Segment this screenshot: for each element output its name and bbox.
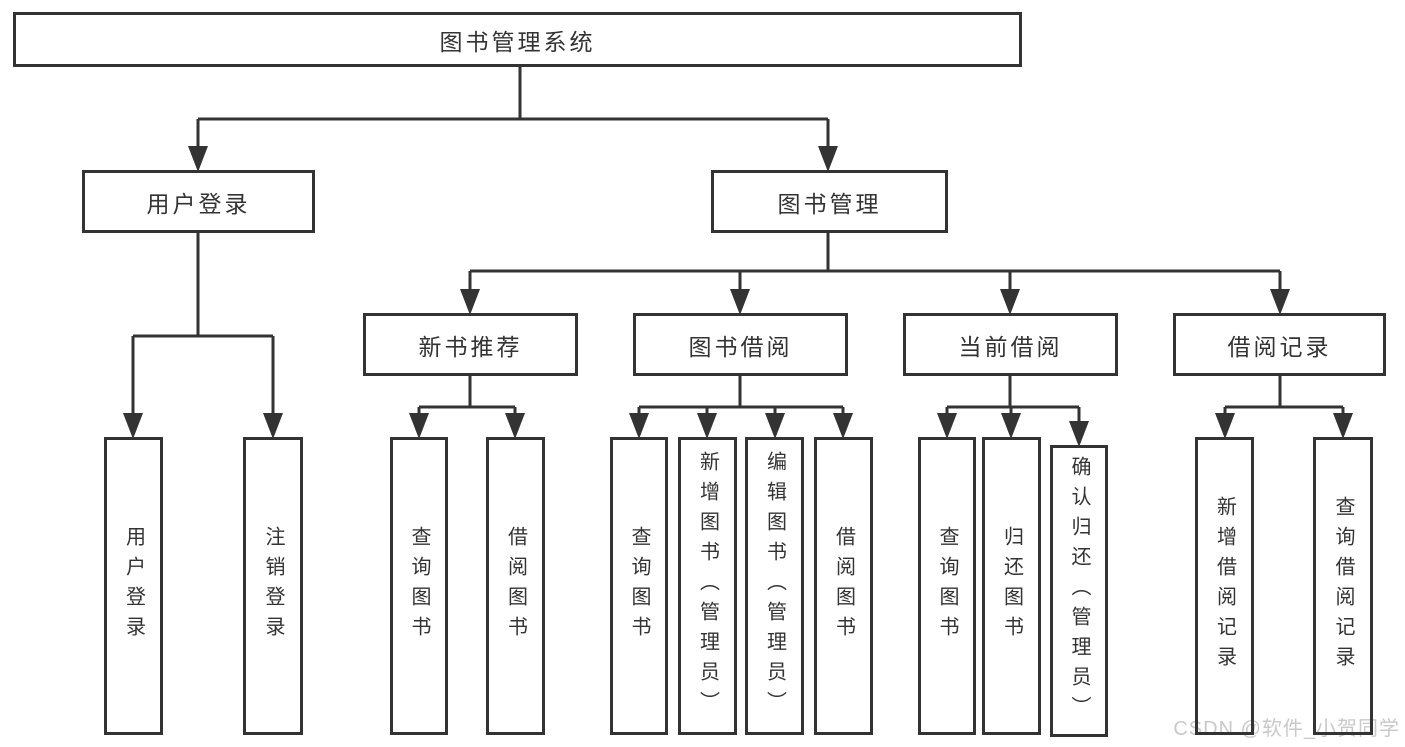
- node-new-book-recommend: 新书推荐: [363, 313, 578, 376]
- leaf-query-books-borrow: 查询图书: [610, 437, 668, 735]
- node-root: 图书管理系统: [13, 12, 1022, 67]
- leaf-borrow-books: 借阅图书: [814, 437, 873, 735]
- leaf-logout: 注销登录: [243, 437, 303, 735]
- leaf-query-books-current: 查询图书: [918, 437, 976, 735]
- leaf-borrow-books-recommend-label: 借阅图书: [504, 526, 527, 646]
- node-current-borrowing-label: 当前借阅: [958, 333, 1063, 360]
- leaf-query-borrow-record: 查询借阅记录: [1313, 437, 1373, 735]
- leaf-return-books: 归还图书: [982, 437, 1041, 735]
- node-book-borrowing-label: 图书借阅: [688, 333, 793, 360]
- leaf-add-borrow-record: 新增借阅记录: [1195, 437, 1254, 735]
- node-book-management: 图书管理: [711, 170, 948, 233]
- leaf-user-login-label: 用户登录: [122, 526, 145, 646]
- node-borrowing-records-label: 借阅记录: [1227, 333, 1332, 360]
- leaf-query-books-recommend: 查询图书: [390, 437, 448, 735]
- leaf-user-login: 用户登录: [104, 437, 163, 735]
- node-user-login-label: 用户登录: [146, 190, 251, 217]
- leaf-borrow-books-label: 借阅图书: [832, 526, 855, 646]
- leaf-confirm-return-admin: 确认归还（管理员）: [1050, 445, 1108, 737]
- leaf-query-books-borrow-label: 查询图书: [628, 526, 650, 646]
- node-new-book-recommend-label: 新书推荐: [418, 333, 523, 360]
- leaf-add-books-admin-label: 新增图书（管理员）: [696, 451, 719, 721]
- leaf-query-books-current-label: 查询图书: [936, 526, 958, 646]
- watermark: CSDN @软件_小贺同学: [1173, 718, 1400, 740]
- leaf-logout-label: 注销登录: [262, 526, 284, 646]
- node-user-login: 用户登录: [82, 170, 315, 233]
- node-book-management-label: 图书管理: [777, 190, 882, 217]
- leaf-edit-books-admin: 编辑图书（管理员）: [745, 437, 804, 735]
- leaf-edit-books-admin-label: 编辑图书（管理员）: [763, 451, 786, 721]
- node-borrowing-records: 借阅记录: [1173, 313, 1386, 376]
- leaf-return-books-label: 归还图书: [1000, 526, 1023, 646]
- leaf-borrow-books-recommend: 借阅图书: [486, 437, 545, 735]
- leaf-confirm-return-admin-label: 确认归还（管理员）: [1068, 456, 1090, 726]
- leaf-add-borrow-record-label: 新增借阅记录: [1213, 496, 1236, 676]
- leaf-query-books-recommend-label: 查询图书: [408, 526, 430, 646]
- node-root-label: 图书管理系统: [439, 28, 596, 55]
- node-book-borrowing: 图书借阅: [633, 313, 848, 376]
- node-current-borrowing: 当前借阅: [903, 313, 1118, 376]
- leaf-add-books-admin: 新增图书（管理员）: [678, 437, 737, 735]
- leaf-query-borrow-record-label: 查询借阅记录: [1332, 496, 1354, 676]
